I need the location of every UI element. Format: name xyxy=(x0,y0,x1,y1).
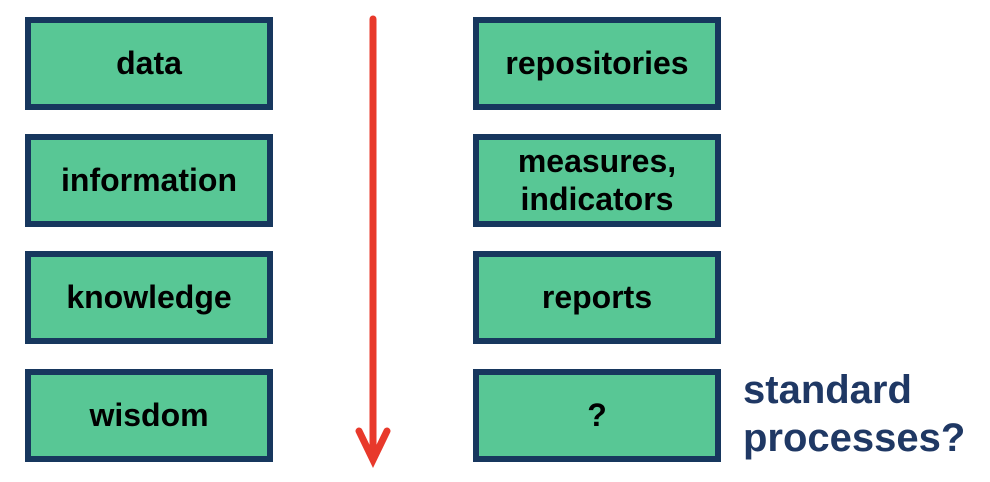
box-knowledge: knowledge xyxy=(25,251,273,344)
box-reports-label: reports xyxy=(541,278,653,315)
box-repositories-label: repositories xyxy=(505,44,689,81)
box-wisdom: wisdom xyxy=(25,369,273,462)
box-measures-indicators: measures, indicators xyxy=(473,134,721,227)
box-data-label: data xyxy=(116,44,182,81)
box-information-label: information xyxy=(61,161,237,198)
box-data: data xyxy=(25,17,273,110)
annotation-standard-processes: standard processes? xyxy=(743,366,965,462)
down-arrow-head xyxy=(355,427,391,469)
box-reports: reports xyxy=(473,251,721,344)
box-question-mark-label: ? xyxy=(587,396,607,433)
box-repositories: repositories xyxy=(473,17,721,110)
annotation-line-2: processes? xyxy=(743,416,966,460)
box-wisdom-label: wisdom xyxy=(89,396,209,433)
box-question-mark: ? xyxy=(473,369,721,462)
box-information: information xyxy=(25,134,273,227)
box-measures-indicators-label: measures, indicators xyxy=(517,142,677,217)
annotation-line-1: standard xyxy=(743,368,912,412)
box-knowledge-label: knowledge xyxy=(66,278,232,315)
